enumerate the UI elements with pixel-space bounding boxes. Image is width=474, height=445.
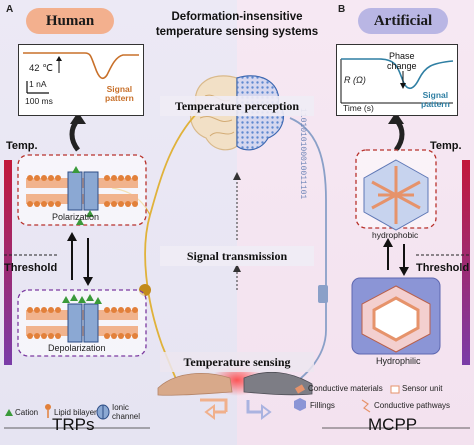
legend-lipid-bilayer: Lipid bilayer <box>54 408 97 417</box>
legend-conductive-pathways: Conductive pathways <box>374 401 451 410</box>
artificial-badge: Artificial <box>358 8 448 34</box>
human-temp-label: 42 ℃ <box>29 63 53 74</box>
threshold-label-right: Threshold <box>416 262 470 274</box>
legend-conductive-materials: Conductive materials <box>308 384 383 393</box>
temp-label-left: Temp. <box>6 140 38 152</box>
mcpp-label: MCPP <box>368 415 418 434</box>
temperature-perception-label: Temperature perception <box>160 96 314 116</box>
arrow-head-2 <box>233 172 241 180</box>
hydrophobic-label: hydrophobic <box>372 230 419 240</box>
human-signal-plot: 42 ℃ 1 nA 100 ms Signal pattern <box>18 44 144 116</box>
membrane-polarized <box>26 166 138 225</box>
state-arrows-left <box>71 238 89 280</box>
signal-transmission-label: Signal transmission <box>160 246 314 266</box>
human-badge: Human <box>26 8 114 34</box>
arrow-up-left <box>69 118 81 152</box>
arrow-up-right <box>393 118 405 152</box>
binary-signal: 1101010100010011101 <box>298 108 307 200</box>
artificial-ylabel: R (Ω) <box>344 75 366 85</box>
panel-letter-b: B <box>338 4 346 15</box>
trps-label: TRPs <box>52 415 95 434</box>
depolarization-label: Depolarization <box>48 343 106 353</box>
temp-bar-left <box>4 160 12 365</box>
legend-cation: Cation <box>15 408 39 417</box>
cable-connector <box>318 285 328 303</box>
legend-sensor-unit: Sensor unit <box>402 384 443 393</box>
human-signal-label: Signal pattern <box>105 84 134 103</box>
legend-fillings: Fillings <box>310 401 335 410</box>
fillings-icon <box>294 398 306 411</box>
membrane-depolarized <box>26 294 138 343</box>
title-line-2: temperature sensing systems <box>155 26 319 38</box>
title-line-1: Deformation-insensitive <box>171 11 303 23</box>
lipid-icon <box>45 404 51 410</box>
conductive-materials-icon <box>295 384 305 394</box>
human-hand <box>157 373 233 396</box>
artificial-xlabel: Time (s) <box>343 103 374 113</box>
human-current-scale: 1 nA <box>29 79 47 89</box>
temperature-sensing-label: Temperature sensing <box>160 352 314 372</box>
state-arrows-right <box>387 244 405 270</box>
artificial-signal-label: Signal pattern <box>421 90 450 109</box>
sensor-cable <box>287 117 327 389</box>
conductive-pathways-icon <box>361 399 371 413</box>
artificial-signal-trace <box>340 58 454 104</box>
temp-bar-right <box>462 160 470 365</box>
robotic-hand <box>243 372 313 396</box>
hollow-arrow-left <box>200 398 228 414</box>
human-time-scale: 100 ms <box>25 96 53 106</box>
cation-icon <box>5 409 13 416</box>
temp-label-right: Temp. <box>430 140 462 152</box>
panel-letter-a: A <box>6 4 14 15</box>
threshold-label-left: Threshold <box>4 262 58 274</box>
hydrophilic-label: Hydrophilic <box>376 356 421 366</box>
legend-ionic-channel: Ionic channel <box>112 403 141 421</box>
phase-change-label: Phase change <box>387 51 417 71</box>
arrow-head-1 <box>233 264 241 272</box>
hollow-arrow-right <box>246 400 262 414</box>
artificial-signal-plot: Phase change R (Ω) Time (s) Signal patte… <box>336 44 458 116</box>
human-signal-trace <box>23 52 139 94</box>
polarization-label: Polarization <box>52 212 100 222</box>
sensor-unit-icon <box>390 385 400 394</box>
figure-title: Deformation-insensitive temperature sens… <box>130 10 344 40</box>
